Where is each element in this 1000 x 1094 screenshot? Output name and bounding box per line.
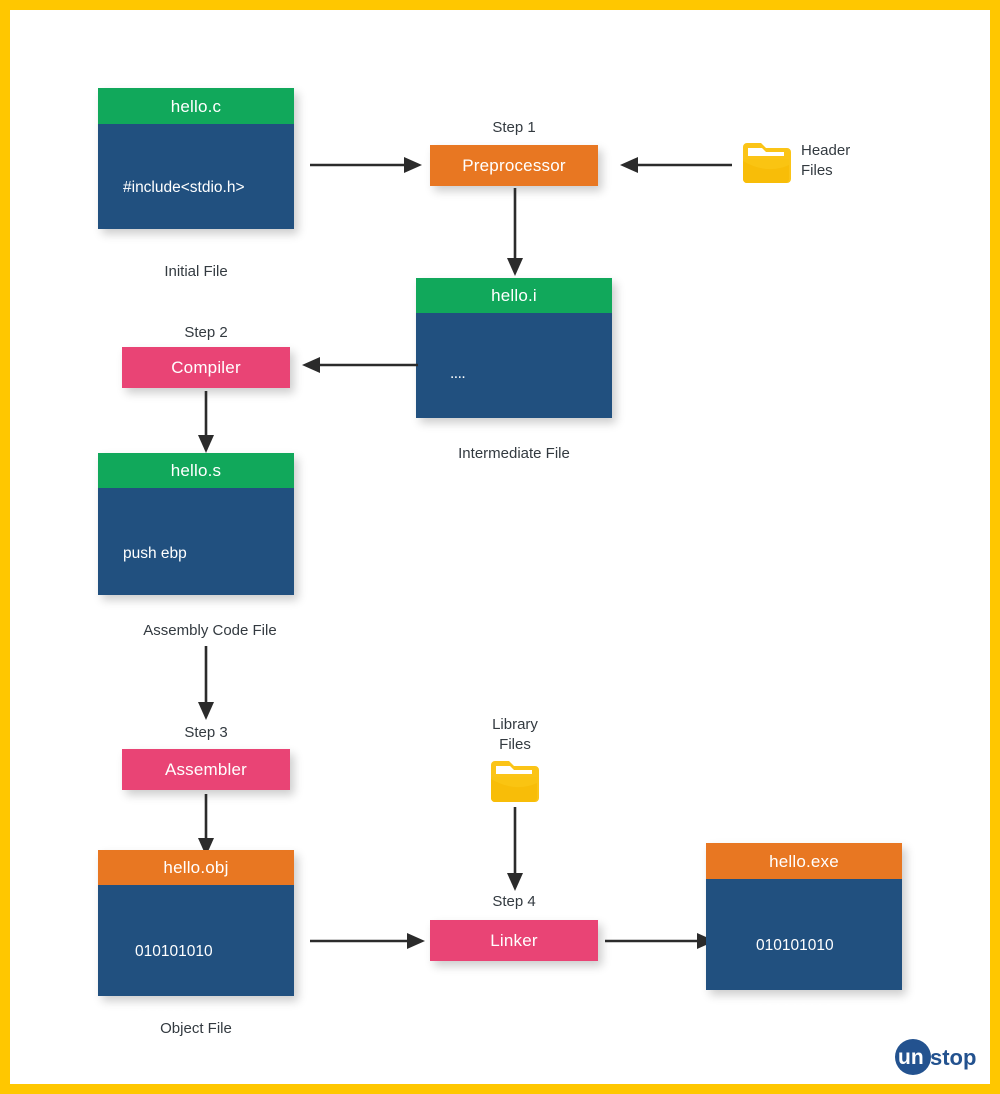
code-line: 010101010 <box>756 937 834 955</box>
code-line: 100111011 <box>135 1073 210 1091</box>
arrow-libraryfiles-to-linker <box>505 807 525 891</box>
arrow-helloobj-to-linker <box>310 931 425 951</box>
caption-object-file: Object File <box>160 1020 232 1037</box>
process-assembler[interactable]: Assembler <box>122 749 290 790</box>
code-line: int main () <box>450 433 519 451</box>
code-line: 010101010 <box>135 943 213 961</box>
arrow-hellos-to-assembler <box>196 646 216 720</box>
process-preprocessor[interactable]: Preprocessor <box>430 145 598 186</box>
code-line: .... <box>450 560 466 578</box>
code-line: .... <box>450 365 466 383</box>
file-card-hello-c-code: #include<stdio.h> int main() { .... } <box>98 124 294 457</box>
file-card-hello-c-title: hello.c <box>98 88 294 124</box>
svg-text:stop: stop <box>930 1045 976 1070</box>
file-card-hello-s-title: hello.s <box>98 453 294 488</box>
arrow-assembler-to-helloobj <box>196 794 216 856</box>
file-card-hello-exe-code: 010101010 101010110 100111011 1010...... <box>706 879 902 1084</box>
label-step-4: Step 4 <box>492 893 536 910</box>
code-line: int main() <box>123 244 188 262</box>
caption-initial-file: Initial File <box>164 263 228 280</box>
unstop-logo: un stop <box>892 1036 987 1078</box>
arrow-helloc-to-preprocessor <box>310 155 422 175</box>
file-card-hello-exe-title: hello.exe <box>706 843 902 879</box>
code-line: { <box>450 498 456 516</box>
file-card-hello-i-title: hello.i <box>416 278 612 313</box>
code-line: and esp, -16 <box>123 675 210 693</box>
arrow-linker-to-helloexe <box>605 931 715 951</box>
arrow-helloi-to-compiler <box>296 355 418 375</box>
file-card-hello-s: hello.s push ebp mov ebp, esp and esp, -… <box>98 453 294 823</box>
code-line: push ebp <box>123 545 187 563</box>
file-card-hello-c: hello.c #include<stdio.h> int main() { .… <box>98 88 294 457</box>
code-line: 101010110 <box>135 1008 212 1026</box>
code-line: 101010110 <box>756 1002 833 1020</box>
arrow-preprocessor-to-helloi <box>505 188 525 276</box>
diagram-stage: hello.c #include<stdio.h> int main() { .… <box>10 10 990 1084</box>
label-library-files: Library Files <box>492 716 538 753</box>
file-card-hello-exe: hello.exe 010101010 101010110 100111011 … <box>706 843 902 1084</box>
code-line: #include<stdio.h> <box>123 179 245 197</box>
process-linker[interactable]: Linker <box>430 920 598 961</box>
process-compiler[interactable]: Compiler <box>122 347 290 388</box>
file-card-hello-obj-title: hello.obj <box>98 850 294 885</box>
arrow-headerfiles-to-preprocessor <box>614 155 732 175</box>
caption-assembly-code-file: Assembly Code File <box>143 622 277 639</box>
file-card-hello-i-code: .... int main () { .... } <box>416 313 612 646</box>
svg-text:un: un <box>898 1046 924 1069</box>
label-header-files: Header Files <box>801 142 851 179</box>
code-line: } <box>450 628 456 646</box>
code-line: 100111011 <box>756 1067 831 1085</box>
code-line: { <box>123 309 129 327</box>
label-step-1: Step 1 <box>492 119 536 136</box>
folder-icon-header-files <box>741 141 791 185</box>
label-step-3: Step 3 <box>184 724 228 741</box>
code-line: ret <box>123 805 142 823</box>
file-card-hello-i: hello.i .... int main () { .... } <box>416 278 612 646</box>
folder-icon-library-files <box>489 758 539 804</box>
code-line: } <box>123 439 129 457</box>
code-line: mov ebp, esp <box>123 610 217 628</box>
file-card-hello-obj: hello.obj 010101010 101010110 100111011 … <box>98 850 294 1084</box>
label-step-2: Step 2 <box>184 324 228 341</box>
caption-intermediate-file: Intermediate File <box>458 445 570 462</box>
file-card-hello-obj-code: 010101010 101010110 100111011 1010...... <box>98 885 294 1084</box>
file-card-hello-s-code: push ebp mov ebp, esp and esp, -16 .... … <box>98 488 294 823</box>
arrow-compiler-to-hellos <box>196 391 216 453</box>
